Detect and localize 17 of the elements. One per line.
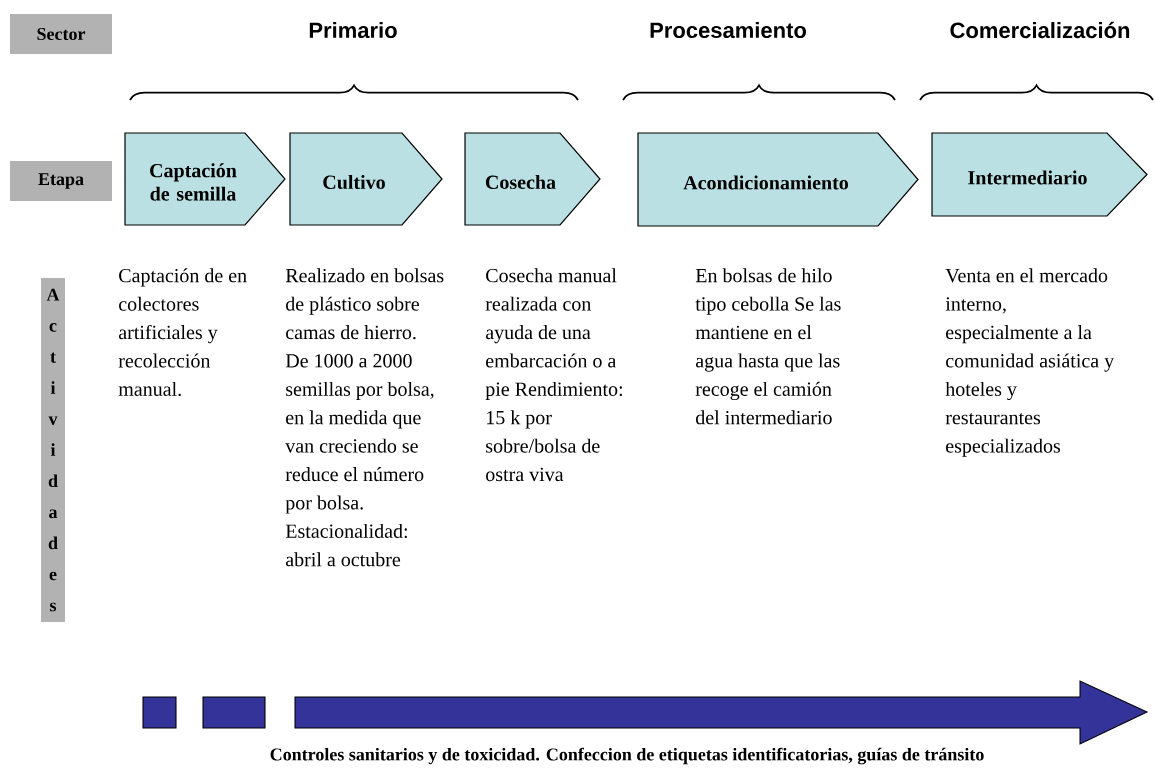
activity-text: Venta en el mercado interno, especialmente a la comunidad asiática y hoteles y restaurantes especializados: [945, 268, 1115, 457]
activity-text: Cosecha manual realizada con ayuda de una embarcación o a pie Rendimiento: 15 k por sobre/bolsa de ostra viva: [485, 268, 622, 482]
sector-heading: Procesamiento: [650, 21, 806, 39]
caption-text: Controles sanitarios y de toxicidad. Confeccion de etiquetas identificatorias, guías de tránsito: [270, 747, 984, 765]
row-header: Etapa: [10, 161, 112, 201]
stage-box: Acondicionamiento: [637, 132, 919, 227]
sector-heading: Primario: [309, 21, 397, 39]
activity-text: Captación de en colectores artificiales y recolección manual.: [118, 268, 247, 397]
stage-box: Cosecha: [464, 132, 601, 226]
sector-heading: Comercialización: [950, 21, 1130, 39]
activity-text: Realizado en bolsas de plástico sobre camas de hierro. De 1000 a 2000 semillas por bolsa, en la medida que van creciendo se reduce el número por bolsa. Estacionalidad: abril a octubre: [285, 268, 444, 567]
stage-box: Intermediario: [931, 132, 1148, 217]
row-header: Actividades: [41, 278, 65, 622]
row-header: Sector: [10, 14, 112, 54]
activity-text: En bolsas de hilo tipo cebolla Se las mantiene en el agua hasta que las recoge el camión del intermediario: [695, 268, 841, 425]
stage-box: Cultivo: [289, 132, 443, 226]
stage-box: Captación de semilla: [124, 132, 286, 226]
